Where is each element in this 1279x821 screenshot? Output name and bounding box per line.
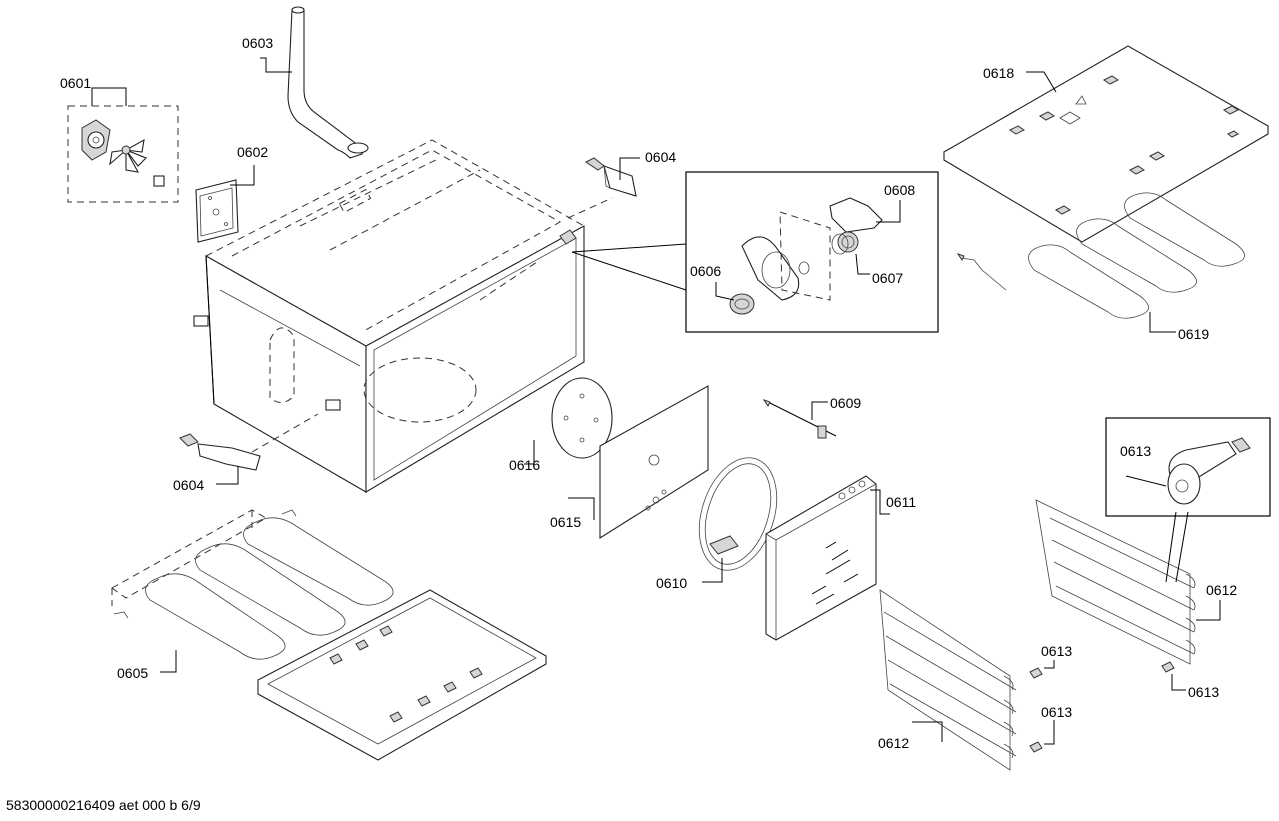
- part-0619-top-heater: [956, 192, 1245, 333]
- label-0605: 0605: [117, 665, 148, 681]
- label-0613-upper: 0613: [1041, 643, 1072, 659]
- label-0613-detail: 0613: [1120, 443, 1151, 459]
- part-0605-bottom-heater: [111, 509, 394, 673]
- part-0603-vent-pipe: [260, 6, 369, 159]
- label-0613-lower: 0613: [1041, 704, 1072, 720]
- label-0609: 0609: [830, 395, 861, 411]
- label-0615: 0615: [550, 514, 581, 530]
- part-0612-right-rack: [1035, 499, 1221, 665]
- part-0613-screws: [1029, 660, 1186, 753]
- label-0611: 0611: [886, 494, 916, 510]
- label-0606: 0606: [690, 263, 721, 279]
- part-0611-fan-cover: [765, 475, 890, 641]
- label-0613-right: 0613: [1188, 684, 1219, 700]
- part-0604-sensor-top: [567, 157, 640, 219]
- label-0612-left: 0612: [878, 735, 909, 751]
- label-0619: 0619: [1178, 326, 1209, 342]
- label-0610: 0610: [656, 575, 687, 591]
- part-0602-cover-plate: [195, 165, 255, 243]
- label-0608: 0608: [884, 182, 915, 198]
- drawing-reference-number: 58300000216409 aet 000 b 6/9: [6, 797, 201, 813]
- label-0616: 0616: [509, 457, 540, 473]
- part-0601-fan-motor: [67, 87, 179, 203]
- part-oven-cavity: [193, 139, 586, 493]
- part-bottom-tray: [256, 589, 548, 761]
- label-0604-top: 0604: [645, 149, 676, 165]
- label-0612-right: 0612: [1206, 582, 1237, 598]
- part-0610-ring-heater: [698, 457, 778, 583]
- part-0609-probe: [762, 399, 837, 439]
- label-0603: 0603: [242, 35, 273, 51]
- label-0604-bottom: 0604: [173, 477, 204, 493]
- part-0604-sensor-bottom: [179, 413, 319, 485]
- label-0602: 0602: [237, 144, 268, 160]
- label-0618: 0618: [983, 65, 1014, 81]
- part-0616-gasket-disc: [524, 377, 613, 465]
- part-0618-top-plate: [942, 45, 1270, 243]
- part-0612-left-rack: [879, 589, 1017, 771]
- part-labels: 0601 0602 0603 0604 0604 0605 0606 0607 …: [60, 35, 1237, 751]
- part-0615-back-panel: [568, 385, 709, 539]
- label-0607: 0607: [872, 270, 903, 286]
- detail-box-0613: [1105, 417, 1271, 583]
- detail-box-thermostat: [571, 171, 939, 333]
- label-0601: 0601: [60, 75, 91, 91]
